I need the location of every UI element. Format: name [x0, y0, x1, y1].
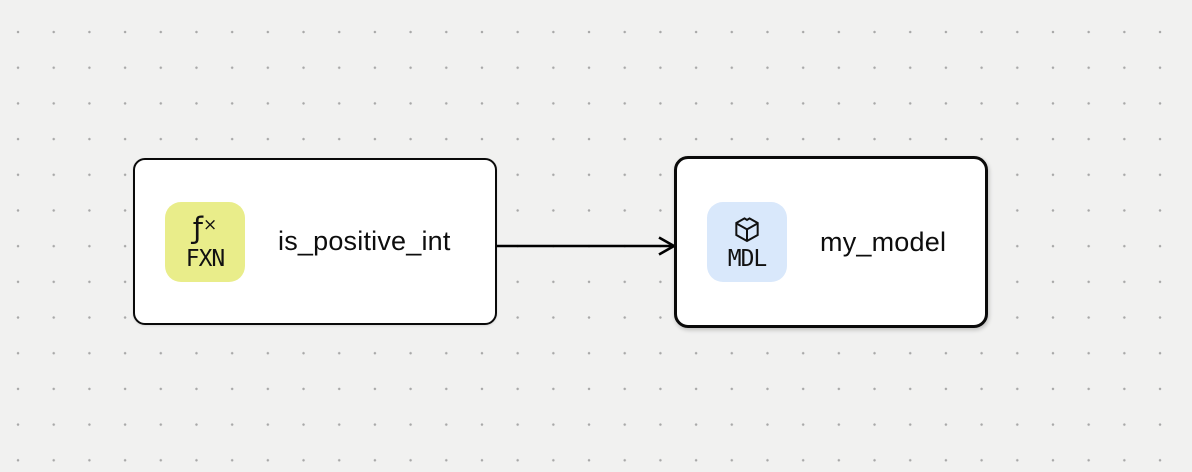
- node-my-model[interactable]: MDL my_model: [674, 156, 988, 328]
- node-is-positive-int[interactable]: ƒ× FXN is_positive_int: [133, 158, 497, 325]
- badge-tag-mdl: MDL: [727, 246, 768, 273]
- fx-glyph-f: ƒ: [192, 211, 203, 246]
- function-badge: ƒ× FXN: [165, 201, 245, 282]
- cube-icon: [731, 211, 763, 247]
- model-badge: MDL: [707, 202, 787, 282]
- badge-tag-fxn: FXN: [185, 245, 226, 272]
- fx-glyph-x: ×: [202, 215, 218, 236]
- node-label-my-model: my_model: [820, 226, 947, 257]
- edge-is-positive-int-to-my-model[interactable]: [497, 236, 677, 256]
- node-label-is-positive-int: is_positive_int: [278, 226, 451, 256]
- function-icon: ƒ×: [193, 211, 217, 247]
